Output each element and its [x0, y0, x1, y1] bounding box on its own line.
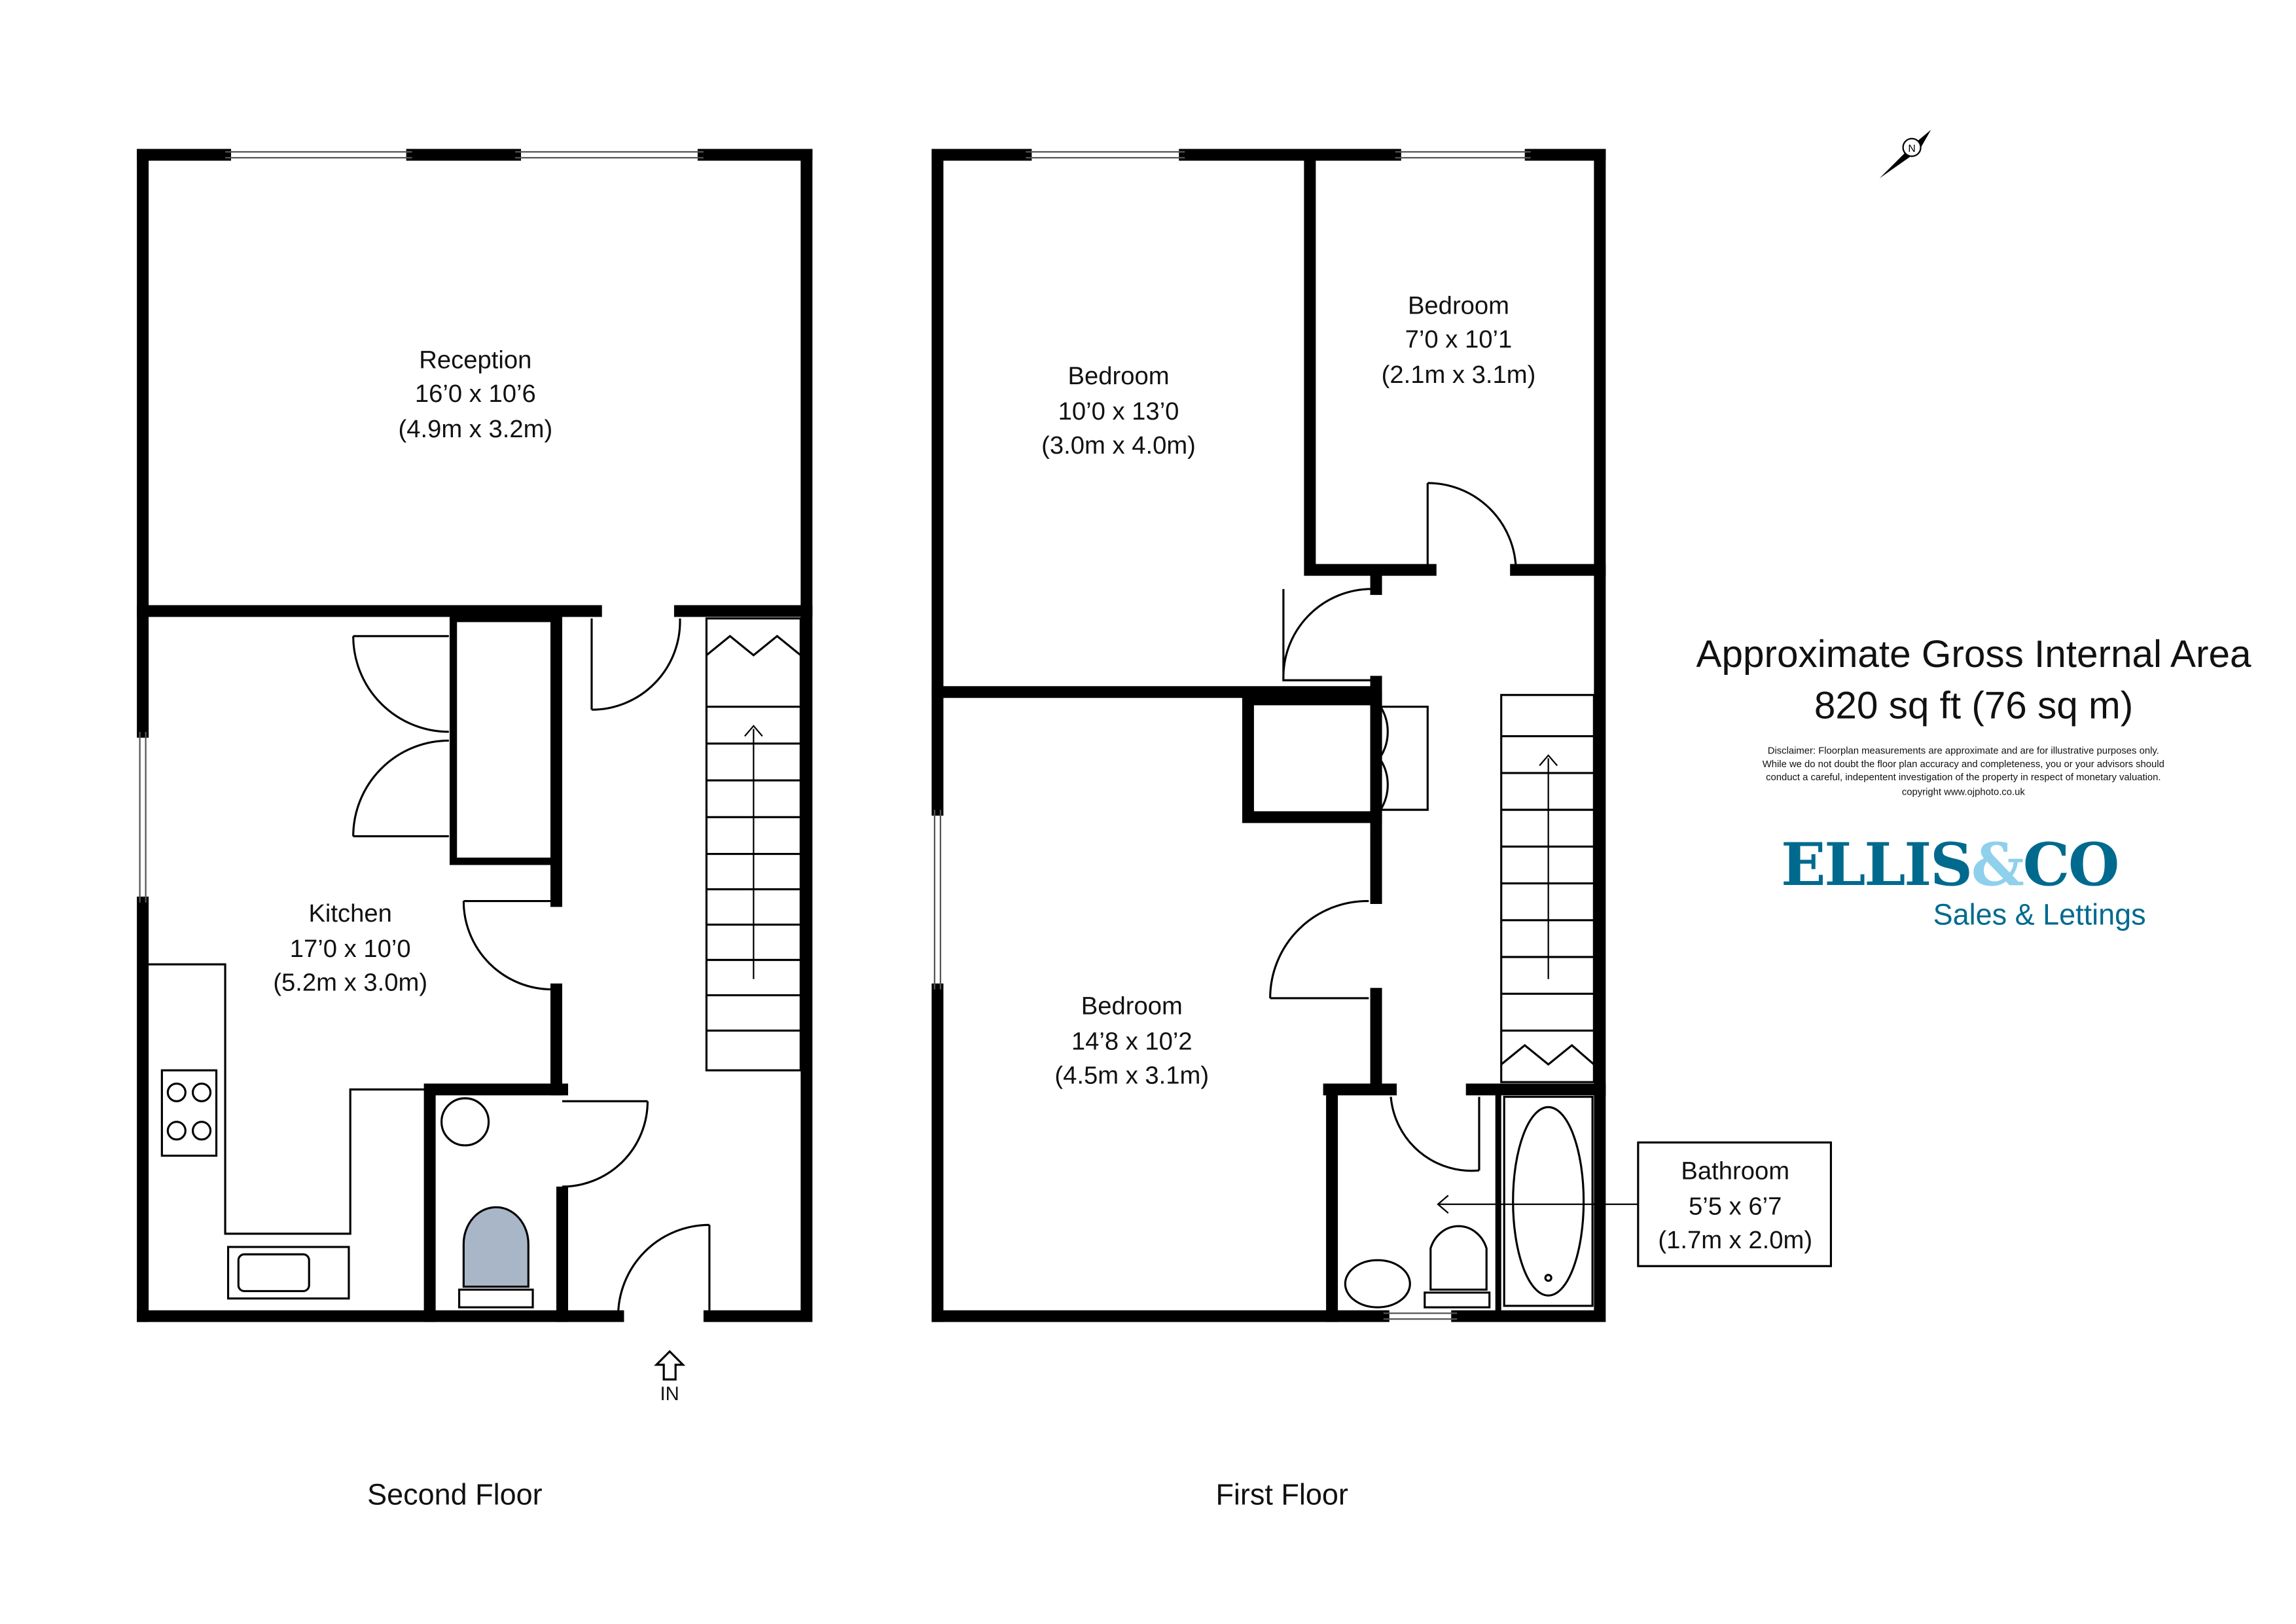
room-label-bedroom-2: Bedroom 7’0 x 10’1 (2.1m x 3.1m): [1382, 291, 1536, 389]
north-arrow-icon: N: [1879, 130, 1931, 179]
svg-text:(1.7m x 2.0m): (1.7m x 2.0m): [1658, 1226, 1812, 1254]
svg-text:While we do not doubt the floo: While we do not doubt the floor plan acc…: [1763, 759, 2164, 770]
svg-text:Reception: Reception: [419, 346, 531, 374]
svg-text:conduct a careful, indepentent: conduct a careful, indepentent investiga…: [1766, 772, 2161, 783]
second-floor-plan: IN Reception 16’0 x 10’6 (4.9m x 3.2m) K…: [137, 149, 813, 1511]
disclaimer: Disclaimer: Floorplan measurements are a…: [1763, 746, 2164, 798]
staircase: [1500, 694, 1595, 1083]
basin-icon: [1344, 1259, 1411, 1308]
sink-icon: [226, 1246, 350, 1300]
svg-text:Bedroom: Bedroom: [1408, 291, 1509, 319]
svg-text:(2.1m x 3.1m): (2.1m x 3.1m): [1382, 361, 1536, 389]
svg-text:N: N: [1908, 143, 1915, 154]
svg-text:(3.0m x 4.0m): (3.0m x 4.0m): [1041, 431, 1196, 460]
entrance-arrow-icon: [654, 1350, 686, 1380]
room-label-bedroom-1: Bedroom 10’0 x 13’0 (3.0m x 4.0m): [1041, 362, 1196, 460]
svg-text:(4.5m x 3.1m): (4.5m x 3.1m): [1054, 1061, 1209, 1089]
entrance-label: IN: [660, 1384, 679, 1405]
svg-text:10’0 x 13’0: 10’0 x 13’0: [1058, 397, 1179, 425]
svg-text:copyright www.ojphoto.co.uk: copyright www.ojphoto.co.uk: [1902, 787, 2026, 798]
room-label-bedroom-3: Bedroom 14’8 x 10’2 (4.5m x 3.1m): [1054, 992, 1209, 1090]
toilet-icon: [1424, 1225, 1491, 1308]
logo-tagline: Sales & Lettings: [1933, 898, 2146, 931]
door-swings: [352, 618, 711, 1316]
svg-text:(5.2m x 3.0m): (5.2m x 3.0m): [273, 969, 427, 997]
hob-icon: [160, 1069, 218, 1157]
room-label-bathroom: Bathroom 5’5 x 6’7 (1.7m x 2.0m): [1658, 1157, 1812, 1255]
basin-icon: [440, 1097, 490, 1147]
svg-text:7’0 x 10’1: 7’0 x 10’1: [1405, 325, 1513, 353]
toilet-icon: [458, 1206, 534, 1308]
svg-text:ELLIS&CO: ELLIS&CO: [1781, 831, 2118, 899]
bath-icon: [1503, 1096, 1594, 1307]
staircase: [705, 617, 802, 1072]
area-value: 820 sq ft (76 sq m): [1814, 685, 2133, 727]
svg-text:14’8 x 10’2: 14’8 x 10’2: [1071, 1028, 1193, 1056]
svg-text:Bedroom: Bedroom: [1081, 992, 1183, 1020]
svg-text:5’5 x 6’7: 5’5 x 6’7: [1689, 1193, 1782, 1221]
room-label-reception: Reception 16’0 x 10’6 (4.9m x 3.2m): [398, 346, 552, 444]
area-title: Approximate Gross Internal Area: [1696, 633, 2251, 676]
floor-title-second: Second Floor: [367, 1478, 542, 1511]
ellis-co-logo: ELLIS&CO Sales & Lettings: [1781, 831, 2146, 931]
svg-text:Kitchen: Kitchen: [308, 899, 391, 928]
svg-text:16’0 x 10’6: 16’0 x 10’6: [415, 380, 536, 408]
svg-text:(4.9m x 3.2m): (4.9m x 3.2m): [398, 415, 552, 443]
floor-title-first: First Floor: [1215, 1478, 1348, 1511]
svg-text:Bathroom: Bathroom: [1681, 1157, 1789, 1185]
door-swings: [1269, 482, 1517, 1172]
svg-text:Bedroom: Bedroom: [1067, 362, 1169, 390]
svg-text:17’0 x 10’0: 17’0 x 10’0: [290, 935, 411, 963]
room-label-kitchen: Kitchen 17’0 x 10’0 (5.2m x 3.0m): [273, 899, 427, 997]
svg-text:Disclaimer: Floorplan measurem: Disclaimer: Floorplan measurements are a…: [1768, 746, 2159, 757]
first-floor-plan: Bathroom 5’5 x 6’7 (1.7m x 2.0m) Bedroom…: [931, 149, 1832, 1511]
